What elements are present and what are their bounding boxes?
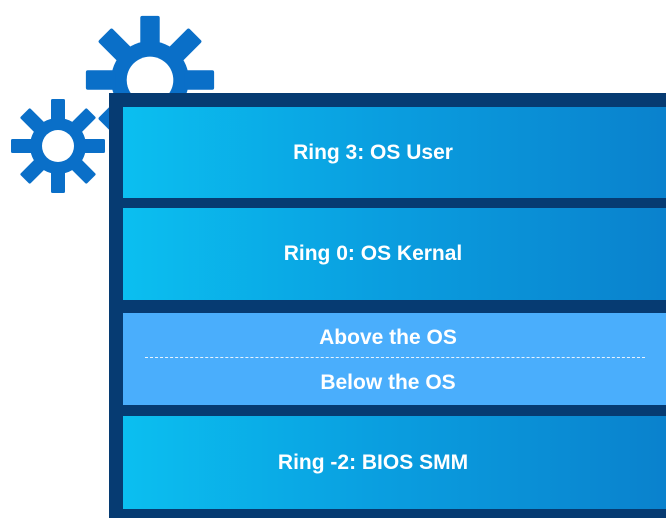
os-boundary-block: Above the OS Below the OS bbox=[123, 313, 666, 405]
below-os-label: Below the OS bbox=[320, 371, 456, 394]
ring-0-label: Ring 0: OS Kernal bbox=[283, 242, 463, 265]
ring-3-label: Ring 3: OS User bbox=[293, 140, 453, 164]
os-boundary-divider bbox=[145, 357, 645, 358]
gear-icon bbox=[11, 99, 105, 193]
ring-3-block: Ring 3: OS User bbox=[123, 107, 666, 198]
ring-neg2-block: Ring -2: BIOS SMM bbox=[123, 416, 666, 509]
ring-0-block: Ring 0: OS Kernal bbox=[123, 208, 666, 300]
above-os-label: Above the OS bbox=[319, 326, 457, 349]
ring-neg2-label: Ring -2: BIOS SMM bbox=[277, 450, 469, 474]
